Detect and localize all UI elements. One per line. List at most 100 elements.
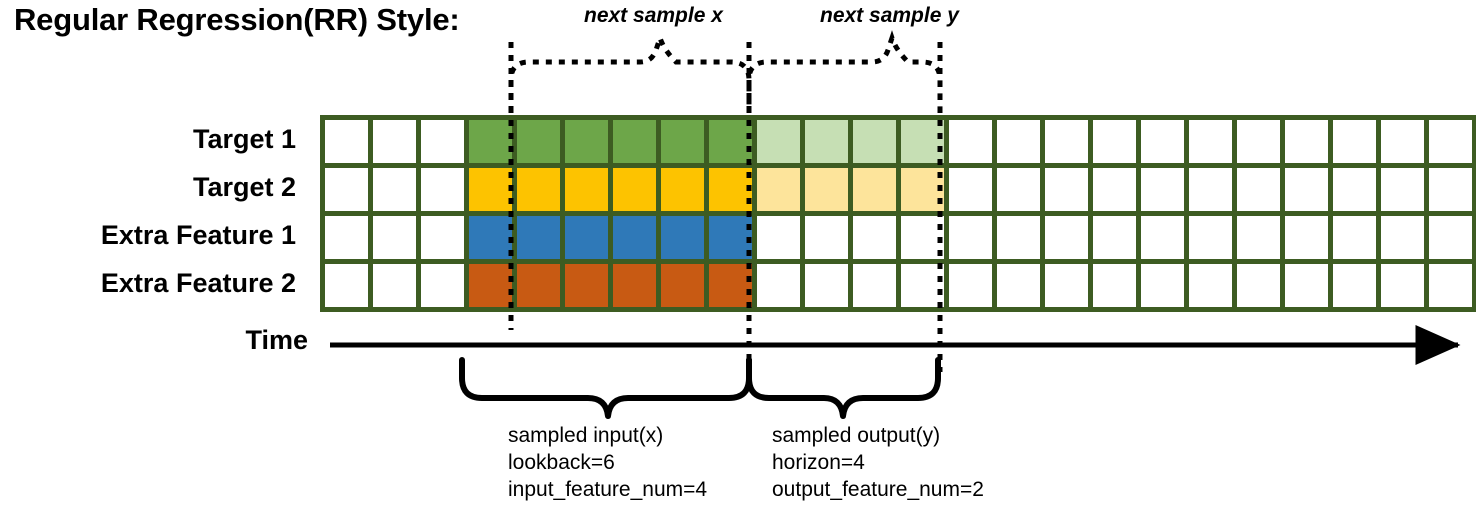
grid-cell-empty xyxy=(421,216,464,259)
grid-cell-empty xyxy=(949,120,992,163)
grid-cell-output xyxy=(901,168,944,211)
sampled-input-title: sampled input(x) xyxy=(508,424,664,447)
grid-cell-empty xyxy=(1045,120,1088,163)
grid-cell-empty xyxy=(1045,264,1088,307)
grid-row-3 xyxy=(325,216,1472,259)
grid-cell-input xyxy=(661,264,704,307)
bracket-next-sample-x xyxy=(508,30,752,112)
grid-cell-empty xyxy=(1333,216,1376,259)
grid-cell-input xyxy=(565,264,608,307)
grid-cell-input xyxy=(613,216,656,259)
grid-cell-empty xyxy=(1333,168,1376,211)
grid-cell-empty xyxy=(1189,120,1232,163)
sampled-output-horizon: horizon=4 xyxy=(772,451,865,474)
grid-cell-empty xyxy=(901,216,944,259)
grid-cell-empty xyxy=(421,168,464,211)
grid-cell-input xyxy=(709,168,752,211)
grid-cell-empty xyxy=(1189,264,1232,307)
grid-cell-input xyxy=(565,120,608,163)
grid-cell-empty xyxy=(1141,168,1184,211)
grid-cell-empty xyxy=(325,264,368,307)
grid-cell-empty xyxy=(949,168,992,211)
grid-cell-output xyxy=(805,168,848,211)
grid-cell-empty xyxy=(1093,168,1136,211)
grid-cell-input xyxy=(517,168,560,211)
grid-cell-input xyxy=(469,120,512,163)
grid-cell-input xyxy=(565,216,608,259)
grid-cell-empty xyxy=(1381,216,1424,259)
grid-cell-empty xyxy=(1237,120,1280,163)
grid-cell-output xyxy=(853,168,896,211)
page-title: Regular Regression(RR) Style: xyxy=(14,2,460,37)
grid-cell-empty xyxy=(1381,168,1424,211)
bracket-next-sample-y xyxy=(746,30,943,112)
sampled-input-feature-num: input_feature_num=4 xyxy=(508,478,708,501)
annotation-sampled-input: sampled input(x) lookback=6 input_featur… xyxy=(508,422,707,503)
grid-cell-input xyxy=(709,120,752,163)
grid-row-2 xyxy=(325,168,1472,211)
grid-cell-empty xyxy=(949,216,992,259)
row-label-extra-feature-1: Extra Feature 1 xyxy=(100,220,296,250)
grid-row-4 xyxy=(325,264,1472,307)
grid-cell-empty xyxy=(1237,168,1280,211)
grid-cell-empty xyxy=(1333,120,1376,163)
grid-cell-empty xyxy=(1093,264,1136,307)
grid-cell-empty xyxy=(1093,120,1136,163)
grid-cell-empty xyxy=(997,168,1040,211)
grid-row-1 xyxy=(325,120,1472,163)
grid-cell-empty xyxy=(805,264,848,307)
grid-cell-empty xyxy=(373,264,416,307)
grid-cell-input xyxy=(661,216,704,259)
grid-cell-empty xyxy=(1045,216,1088,259)
timeseries-grid xyxy=(320,115,1476,312)
grid-cell-empty xyxy=(373,120,416,163)
grid-cell-input xyxy=(709,264,752,307)
grid-cell-empty xyxy=(949,264,992,307)
sampled-input-lookback: lookback=6 xyxy=(508,451,615,474)
grid-cell-empty xyxy=(757,264,800,307)
grid-cell-empty xyxy=(853,264,896,307)
grid-cell-empty xyxy=(1429,216,1472,259)
grid-cell-empty xyxy=(853,216,896,259)
grid-cell-input xyxy=(613,264,656,307)
brace-sampled-input xyxy=(459,357,752,419)
grid-cell-empty xyxy=(997,120,1040,163)
grid-cell-empty xyxy=(757,216,800,259)
grid-cell-empty xyxy=(1189,168,1232,211)
grid-cell-output xyxy=(901,120,944,163)
grid-cell-empty xyxy=(325,168,368,211)
grid-cell-empty xyxy=(1429,168,1472,211)
grid-cell-empty xyxy=(1237,216,1280,259)
grid-cell-empty xyxy=(1141,264,1184,307)
grid-cell-empty xyxy=(421,120,464,163)
grid-cell-empty xyxy=(373,216,416,259)
grid-cell-empty xyxy=(1141,216,1184,259)
grid-cell-empty xyxy=(1429,264,1472,307)
grid-cell-empty xyxy=(997,264,1040,307)
grid-cell-empty xyxy=(373,168,416,211)
grid-cell-input xyxy=(613,120,656,163)
grid-cell-output xyxy=(853,120,896,163)
grid-cell-output xyxy=(805,120,848,163)
grid-cell-input xyxy=(517,264,560,307)
grid-cell-empty xyxy=(1381,264,1424,307)
grid-cell-empty xyxy=(1141,120,1184,163)
sampled-output-feature-num: output_feature_num=2 xyxy=(772,478,984,501)
grid-cell-empty xyxy=(805,216,848,259)
grid-cell-output xyxy=(757,168,800,211)
brace-sampled-output xyxy=(746,357,941,419)
grid-cell-empty xyxy=(1045,168,1088,211)
grid-cell-empty xyxy=(1237,264,1280,307)
row-label-target-1: Target 1 xyxy=(192,124,296,154)
sampled-output-title: sampled output(y) xyxy=(772,424,941,447)
grid-cell-empty xyxy=(1381,120,1424,163)
grid-cell-input xyxy=(517,120,560,163)
grid-cell-output xyxy=(757,120,800,163)
grid-cell-empty xyxy=(1285,120,1328,163)
grid-cell-empty xyxy=(1429,120,1472,163)
time-axis-label: Time xyxy=(245,325,308,355)
grid-cell-empty xyxy=(1093,216,1136,259)
grid-cell-input xyxy=(517,216,560,259)
grid-cell-input xyxy=(469,216,512,259)
